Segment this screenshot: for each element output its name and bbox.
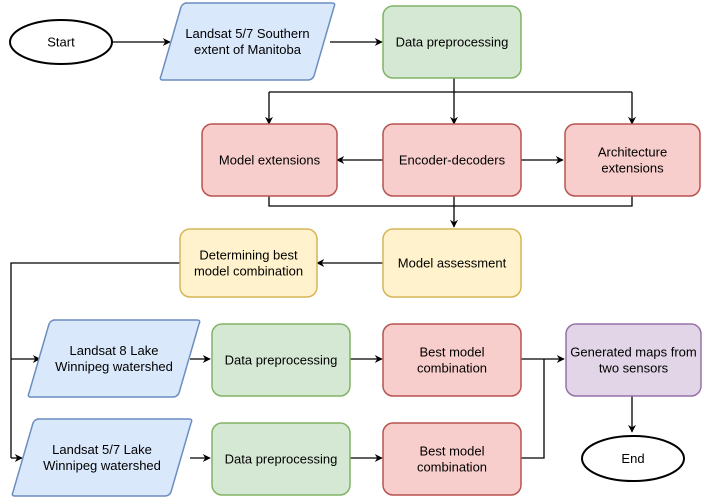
node-label: Data preprocessing: [225, 353, 338, 368]
edge-best-to-left-trunk: [10, 262, 180, 458]
node-start: Start: [9, 19, 113, 65]
node-label: Landsat 5/7 Lake: [52, 442, 152, 457]
connectors: [10, 38, 636, 462]
node-label: combination: [417, 460, 487, 475]
node-label: Best model: [419, 444, 484, 459]
node-label: End: [621, 451, 644, 466]
node-label: Winnipeg watershed: [43, 458, 161, 473]
node-preprocess-l8: Data preprocessing: [211, 323, 351, 397]
node-shape: [159, 2, 336, 81]
node-shape: [382, 5, 522, 79]
node-model-extensions: Model extensions: [201, 123, 338, 197]
node-label: Landsat 5/7 Southern: [185, 26, 309, 41]
edge-best-l57-to-merge: [521, 359, 545, 459]
node-label: Data preprocessing: [225, 452, 338, 467]
node-label: Data preprocessing: [396, 35, 509, 50]
node-label: combination: [417, 361, 487, 376]
node-label: Model extensions: [219, 153, 321, 168]
node-end: End: [581, 435, 685, 482]
node-model-assessment: Model assessment: [382, 228, 522, 298]
node-label: Landsat 8 Lake: [70, 343, 159, 358]
node-shape: [9, 19, 113, 65]
node-label: two sensors: [599, 361, 669, 376]
node-label: extent of Manitoba: [194, 42, 302, 57]
node-shape: [27, 319, 201, 398]
node-shape: [382, 228, 522, 298]
node-label: Start: [47, 35, 75, 50]
node-encoder-decoders: Encoder-decoders: [382, 123, 522, 197]
node-label: Determining best: [199, 248, 298, 263]
node-label: model combination: [194, 264, 303, 279]
node-shape: [211, 422, 351, 496]
node-shape: [211, 323, 351, 397]
edge-merge-bar: [268, 196, 633, 207]
node-shape: [382, 323, 522, 397]
node-label: Architecture: [598, 145, 667, 160]
node-preprocess-l57: Data preprocessing: [211, 422, 351, 496]
node-label: Generated maps from: [570, 345, 696, 360]
node-shape: [581, 435, 685, 482]
node-label: Encoder-decoders: [399, 153, 506, 168]
node-shape: [382, 123, 522, 197]
node-shape: [564, 123, 701, 197]
node-shape: [179, 228, 318, 298]
node-preprocess-top: Data preprocessing: [382, 5, 522, 79]
node-label: Best model: [419, 345, 484, 360]
node-label: Model assessment: [398, 256, 507, 271]
node-label: extensions: [601, 161, 664, 176]
node-shape: [565, 323, 702, 397]
node-shape: [382, 422, 522, 496]
node-shape: [11, 418, 193, 497]
node-shape: [201, 123, 338, 197]
node-label: Winnipeg watershed: [55, 359, 173, 374]
